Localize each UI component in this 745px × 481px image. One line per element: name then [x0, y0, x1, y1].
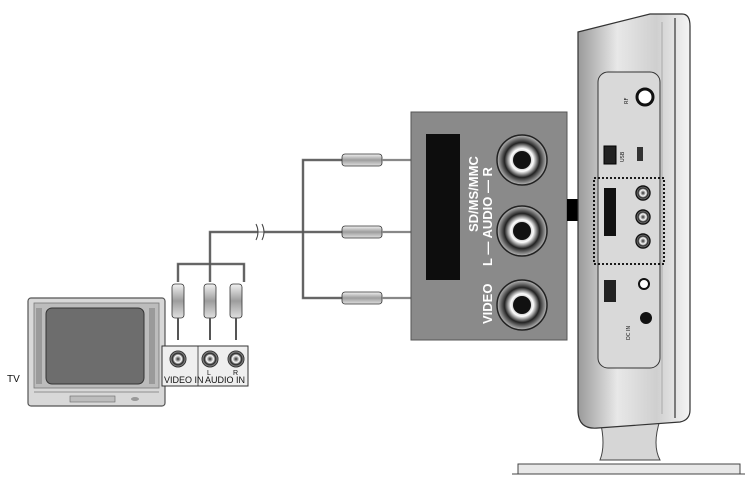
tv-plugs [171, 283, 243, 340]
dc-in-jack [640, 312, 652, 324]
panel-video-label: VIDEO [480, 284, 495, 324]
tv-right-label: R [233, 370, 238, 377]
jack-highlight-box [593, 177, 665, 265]
panel-audio-label: L — AUDIO — R [480, 166, 495, 266]
tv-audio-left-jack [201, 350, 219, 368]
tv-video-in-label: VIDEO IN [164, 375, 204, 385]
panel-card-label: SD/MS/MMC [466, 156, 481, 232]
tv-audio-right-jack [227, 350, 245, 368]
tv-set [27, 297, 166, 407]
dc-in-label: DC IN [626, 326, 632, 340]
tv-screen [45, 307, 145, 385]
rf-label: RF [624, 98, 630, 104]
usb-label: USB [620, 151, 626, 162]
tv-audio-in-label: AUDIO IN [205, 375, 245, 385]
device-plugs [341, 153, 383, 305]
media-player-device: RF USB DC IN [512, 13, 745, 475]
tv-video-jack [169, 350, 187, 368]
tv-label: TV [7, 374, 20, 385]
rf-jack [635, 87, 655, 107]
card-slot [426, 134, 460, 280]
power-switch [604, 280, 616, 302]
usb-port [603, 145, 617, 165]
enlarged-jack-panel: SD/MS/MMC L — AUDIO — R VIDEO [410, 111, 568, 341]
tv-input-panel: L R VIDEO IN AUDIO IN [161, 345, 249, 387]
av-cables [176, 158, 342, 300]
tv-left-label: L [207, 370, 211, 377]
